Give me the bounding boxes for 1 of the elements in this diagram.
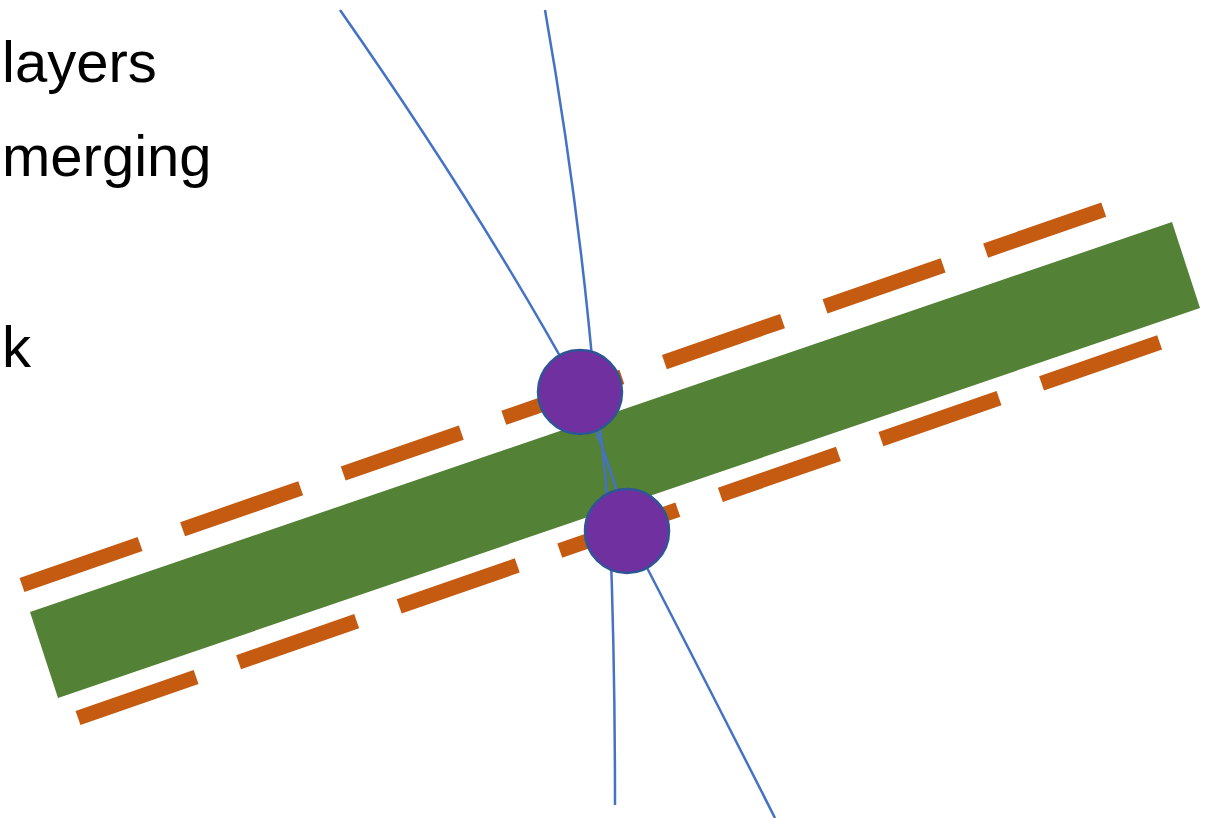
slide-text: k bbox=[2, 318, 31, 376]
